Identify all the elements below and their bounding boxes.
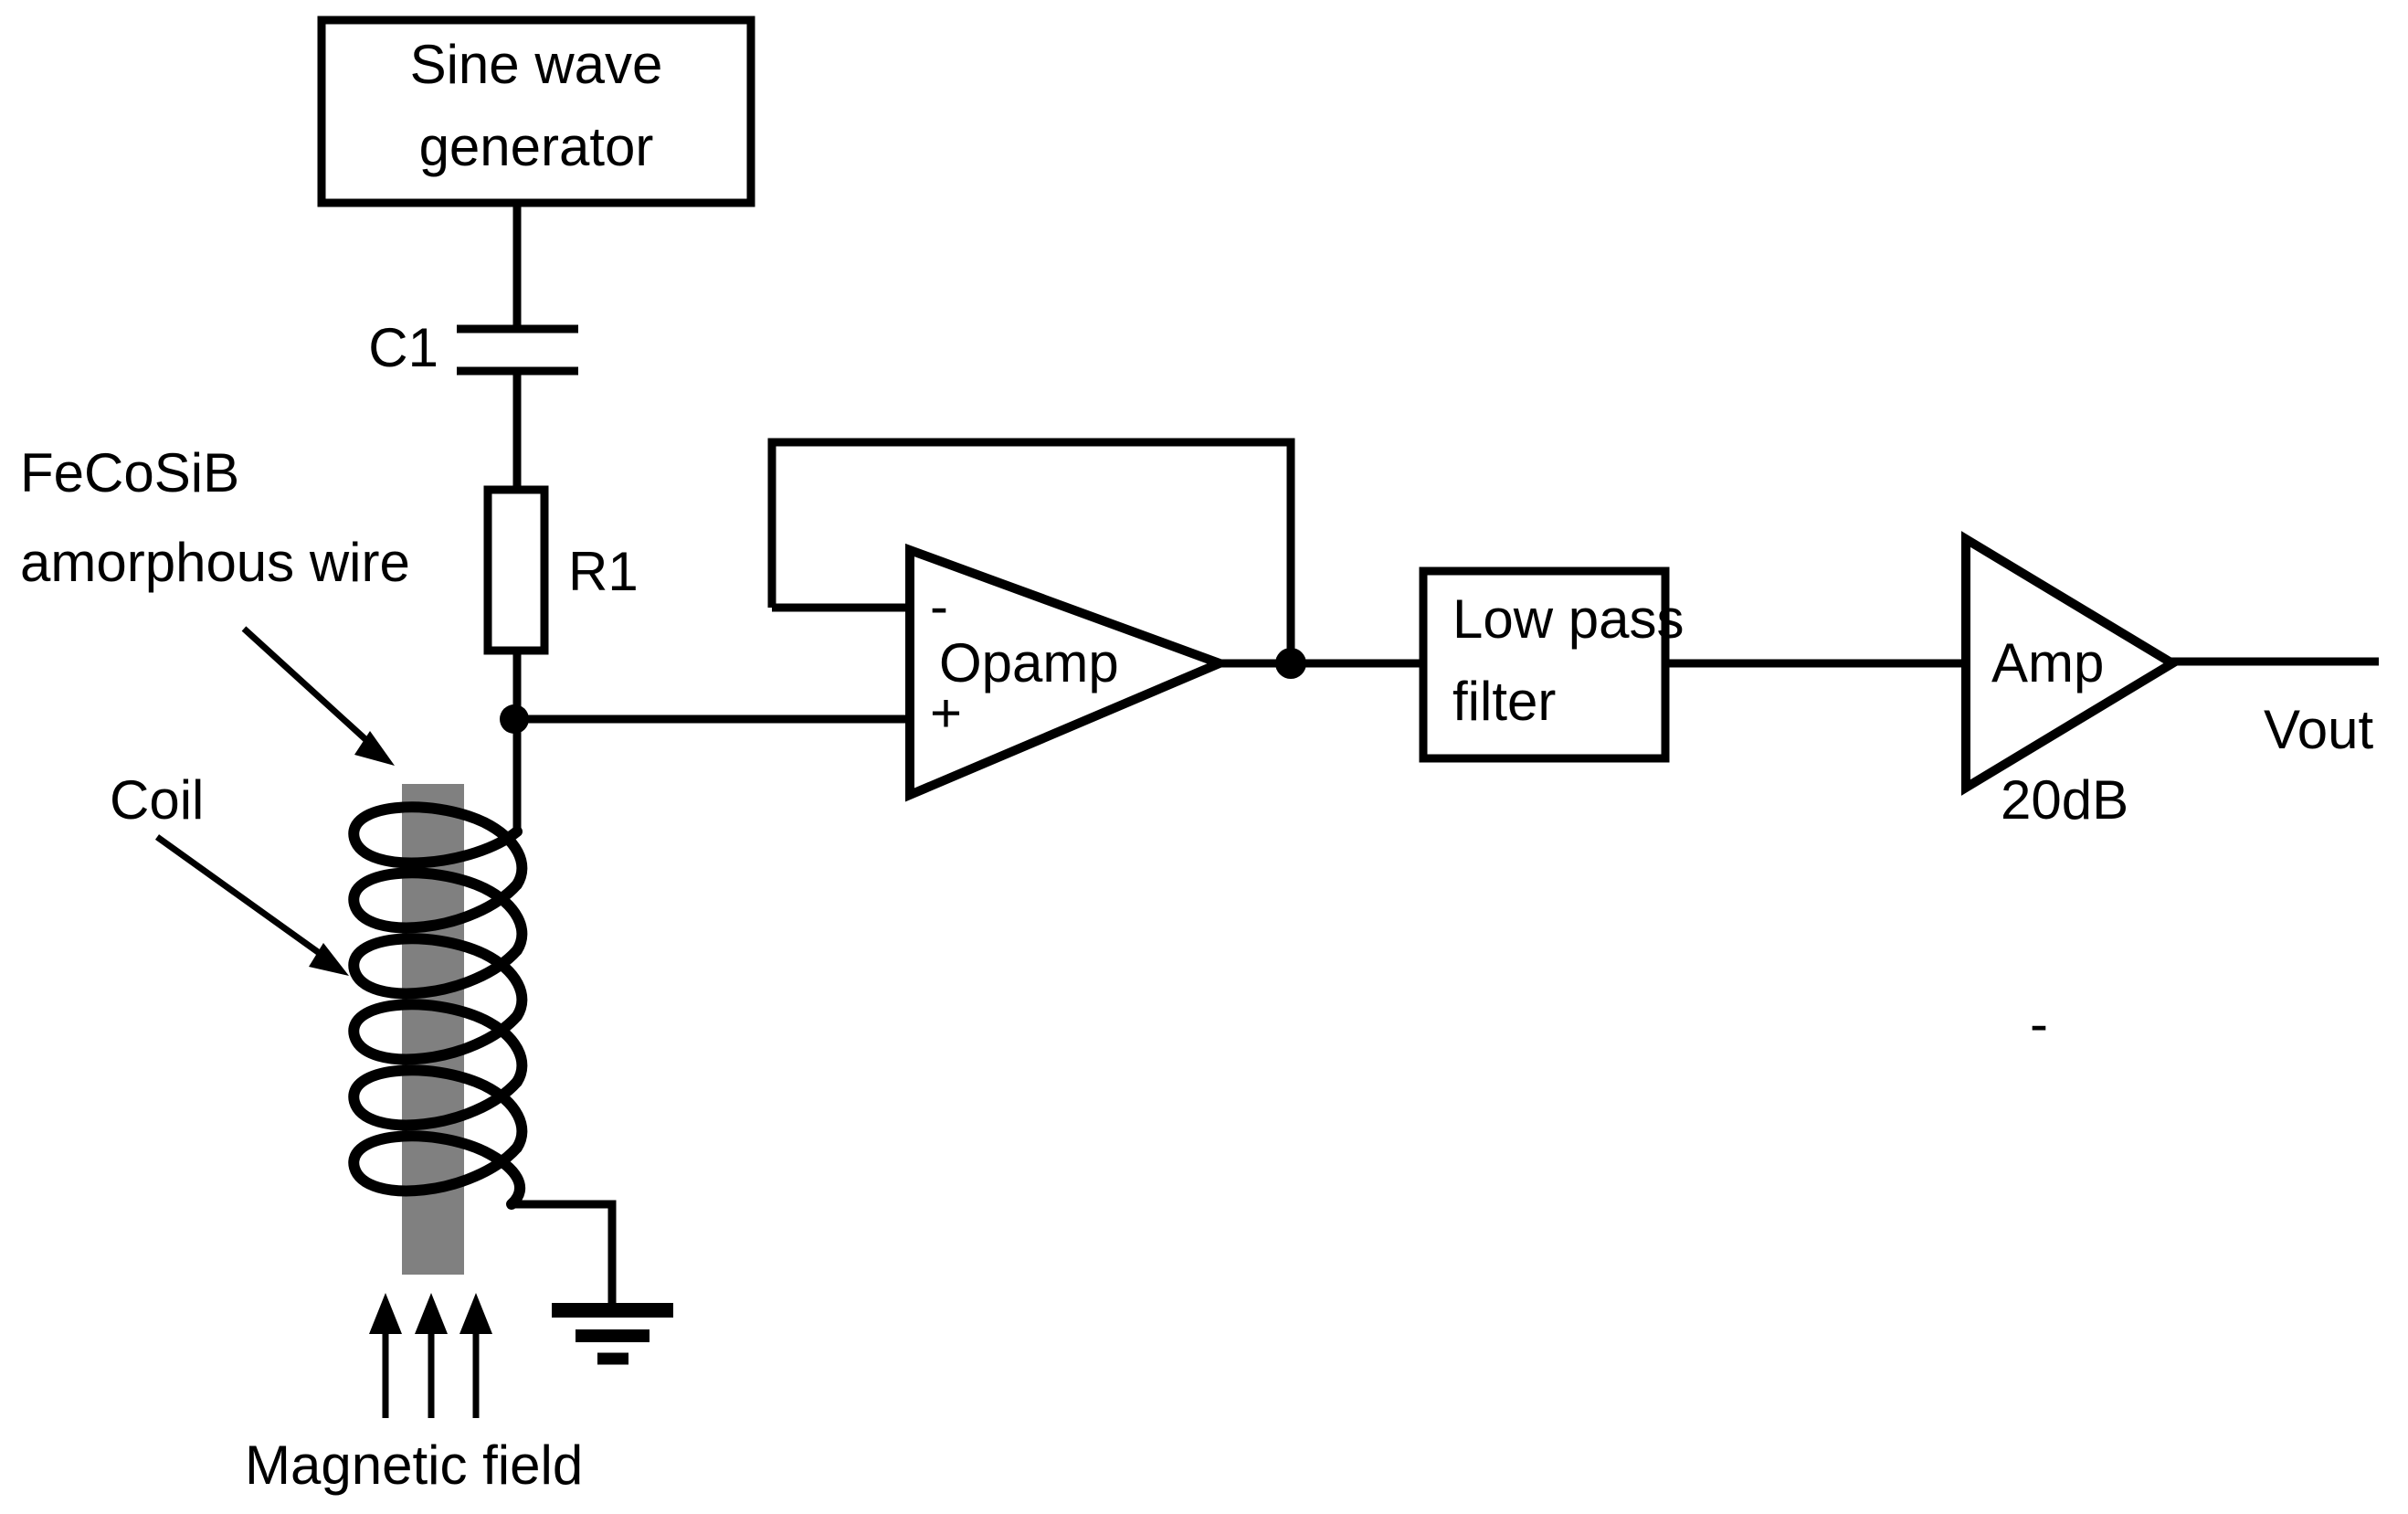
amp-label: Amp — [1991, 632, 2104, 693]
magnetic-field-label: Magnetic field — [245, 1435, 583, 1496]
coil-annotation: Coil — [110, 769, 349, 976]
output-label: Vout — [2264, 699, 2373, 760]
capacitor-label: C1 — [368, 317, 438, 378]
resistor-body — [483, 485, 549, 655]
amorphous-wire-label-line1: FeCoSiB — [20, 442, 239, 503]
opamp-triangle — [905, 543, 1232, 802]
magnetic-field-arrow-2 — [415, 1293, 448, 1418]
coil-pointer-arrow — [154, 834, 349, 976]
low-pass-filter-block[interactable]: Low pass filter — [1419, 566, 1684, 763]
sine-wave-generator-box — [317, 16, 755, 207]
sine-wave-generator-label-line1: Sine wave — [410, 34, 663, 95]
amorphous-wire-pointer-arrow — [241, 626, 395, 766]
sine-wave-generator-block[interactable]: Sine wave generator — [317, 16, 755, 207]
opamp-block[interactable]: - + Opamp — [905, 543, 1232, 802]
magnetic-field-arrows — [369, 1293, 492, 1418]
sine-wave-generator-label-line2: generator — [419, 116, 654, 177]
amorphous-wire-annotation: FeCoSiB amorphous wire — [20, 442, 410, 766]
capacitor-c1[interactable]: C1 — [368, 317, 578, 378]
resistor-r1[interactable]: R1 — [483, 485, 639, 655]
coil-label: Coil — [110, 769, 204, 831]
junction-node-opamp-output — [1275, 648, 1306, 679]
opamp-plus-input-label: + — [930, 683, 962, 744]
low-pass-filter-label-line2: filter — [1452, 671, 1556, 732]
magnetic-field-arrow-1 — [369, 1293, 402, 1418]
ground-symbol — [552, 1303, 673, 1365]
amp-block[interactable]: Amp 20dB — [1961, 531, 2181, 831]
resistor-label: R1 — [568, 541, 639, 602]
magnetic-field-arrow-3 — [459, 1293, 492, 1418]
wire-opamp-feedback-loop — [767, 438, 1295, 663]
low-pass-filter-box — [1419, 566, 1670, 763]
opamp-label: Opamp — [939, 632, 1119, 693]
amorphous-wire-label-line2: amorphous wire — [20, 532, 410, 593]
low-pass-filter-label-line1: Low pass — [1452, 588, 1684, 650]
stray-dash-mark: - — [2030, 993, 2048, 1054]
coil-winding[interactable] — [348, 801, 528, 1210]
amp-triangle — [1961, 531, 2181, 796]
amp-gain-label: 20dB — [2001, 769, 2128, 831]
wire-coil-to-ground — [509, 1200, 617, 1307]
opamp-minus-input-label: - — [930, 576, 948, 637]
